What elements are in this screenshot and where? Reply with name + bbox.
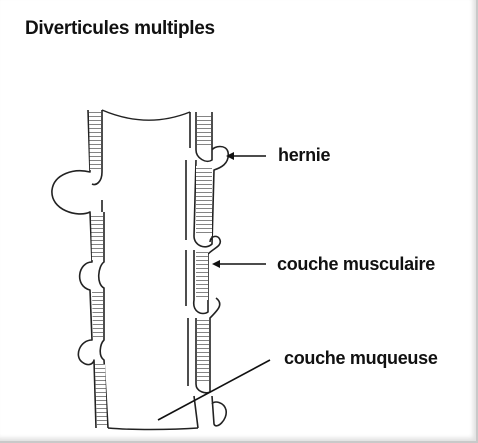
left-muscular-layer	[89, 112, 107, 426]
label-hernie: hernie	[278, 145, 330, 166]
lumen-edges	[102, 110, 198, 430]
label-couche-musculaire: couche musculaire	[277, 254, 435, 275]
label-couche-muqueuse: couche muqueuse	[284, 348, 438, 369]
